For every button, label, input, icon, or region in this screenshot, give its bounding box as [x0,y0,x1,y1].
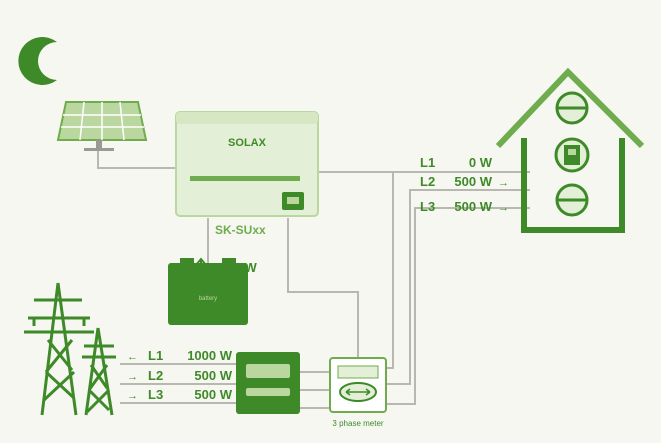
battery-power: 1000 W [212,260,258,275]
grid-meter [236,352,300,414]
inverter-model-label: SK-SUxx [215,223,266,237]
three-phase-meter [329,357,387,413]
connection-lines [97,150,530,409]
house-l3-to-meter-line [386,207,530,405]
grid-phase-l3-label: L3 [148,387,163,402]
battery-label: battery [199,296,217,302]
inverter-unit: SOLAX [175,111,319,217]
grid-phase-readings: ← L1 1000 W → L2 500 W → L3 500 W [127,348,233,402]
battery-unit: battery [168,258,248,325]
pv-to-inverter-line [97,150,178,169]
grid-phase-l3-power: 500 W [194,387,232,402]
house-l2-to-meter-line [386,189,530,385]
meter-label: 3 phase meter [332,419,383,428]
home-phase-l1-label: L1 [420,155,435,170]
crescent-moon-icon [18,37,57,85]
home-phase-l1-power: 0 W [469,155,493,170]
home-phase-l2-label: L2 [420,174,435,189]
grid-phase-l2-label: L2 [148,368,163,383]
battery-flow-arrow-icon [195,257,207,276]
home-phase-l2-power: 500 W [454,174,492,189]
house-icon [495,67,645,233]
power-pylon-icon [24,282,116,416]
grid-phase-l3-arrow: → [127,390,138,402]
inverter-brand: SOLAX [228,137,267,149]
home-phase-l2-arrow: → [498,177,509,189]
grid-phase-l1-label: L1 [148,348,163,363]
home-phase-l3-arrow: → [498,202,509,214]
grid-phase-l2-power: 500 W [194,368,232,383]
inverter-to-meter-line [287,218,359,360]
grid-phase-l1-power: 1000 W [187,348,233,363]
solar-panel-icon [56,101,148,151]
grid-phase-l1-arrow: ← [127,351,138,363]
home-phase-l3-power: 500 W [454,199,492,214]
grid-phase-l2-arrow: → [127,371,138,383]
home-phase-readings: L1 0 W L2 500 W → L3 500 W → [420,155,509,214]
house-l1-to-meter-line [386,172,394,369]
home-phase-l3-label: L3 [420,199,435,214]
